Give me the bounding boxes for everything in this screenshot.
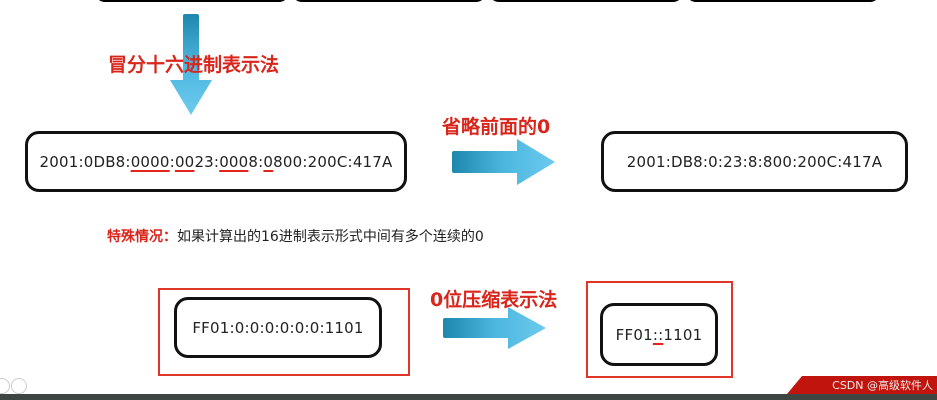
full-address-box: 2001:0DB8:0000:0023:0008:0800:200C:417A bbox=[25, 131, 407, 192]
top-box-4 bbox=[686, 0, 880, 2]
top-box-2 bbox=[292, 0, 486, 2]
special-case-note: 特殊情况：如果计算出的16进制表示形式中间有多个连续的0 bbox=[107, 226, 484, 246]
bottom-bar bbox=[0, 394, 937, 400]
address-segment: 8: bbox=[248, 152, 264, 171]
watermark-banner bbox=[787, 376, 937, 394]
zero-compress-label: 0位压缩表示法 bbox=[430, 289, 558, 311]
zero-run-frame bbox=[158, 288, 410, 376]
omitted-zero-segment: 000 bbox=[219, 152, 249, 171]
omitted-zero-segment: 0 bbox=[263, 152, 274, 171]
short-address-box: 2001:DB8:0:23:8:800:200C:417A bbox=[601, 131, 908, 192]
short-address-text: 2001:DB8:0:23:8:800:200C:417A bbox=[626, 152, 883, 171]
address-segment: : bbox=[169, 152, 175, 171]
top-box-3 bbox=[489, 0, 683, 2]
omitted-zero-segment: 0000 bbox=[130, 152, 170, 171]
top-box-1 bbox=[95, 0, 289, 2]
watermark: CSDN @高级软件人 bbox=[762, 376, 937, 394]
omitted-zero-segment: 00 bbox=[174, 152, 195, 171]
compressed-address-text: FF01::1101 bbox=[615, 325, 703, 344]
circle-icon bbox=[0, 378, 10, 394]
circle-icon bbox=[11, 378, 27, 394]
address-segment: 2001:0DB8: bbox=[39, 152, 131, 171]
special-case-label: 特殊情况： bbox=[107, 229, 177, 245]
omit-zero-label: 省略前面的0 bbox=[442, 116, 551, 138]
watermark-text: CSDN @高级软件人 bbox=[832, 379, 933, 392]
full-address-text: 2001:0DB8:0000:0023:0008:0800:200C:417A bbox=[39, 153, 392, 171]
special-case-text: 如果计算出的16进制表示形式中间有多个连续的0 bbox=[177, 229, 484, 245]
compressed-address-box: FF01::1101 bbox=[600, 303, 718, 366]
double-colon: :: bbox=[652, 325, 664, 344]
colon-hex-label: 冒分十六进制表示法 bbox=[108, 54, 280, 76]
down-arrow-icon bbox=[170, 14, 212, 115]
zero-run-address-text: FF01:0:0:0:0:0:0:1101 bbox=[192, 318, 364, 337]
compressed-frame bbox=[586, 281, 733, 378]
address-segment: 800:200C:417A bbox=[273, 152, 393, 171]
right-arrow-icon bbox=[452, 139, 555, 185]
address-segment: 23: bbox=[194, 152, 220, 171]
right-arrow-icon bbox=[443, 307, 546, 349]
zero-run-address-box: FF01:0:0:0:0:0:0:1101 bbox=[174, 297, 382, 358]
